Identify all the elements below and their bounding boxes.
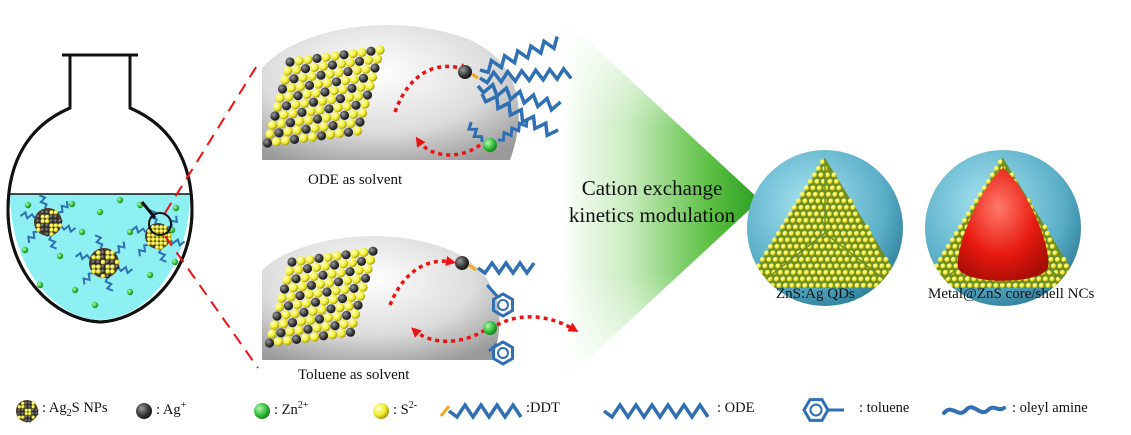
ode-solvent-label: ODE as solvent bbox=[308, 172, 403, 188]
oleyl-amine-icon bbox=[942, 405, 1006, 415]
zoom-line-top bbox=[164, 63, 259, 214]
zoom-line-bottom bbox=[164, 235, 259, 369]
ag-ion-released-toluene bbox=[455, 256, 469, 270]
toluene-molecule bbox=[488, 340, 514, 366]
legend-ode-label: : ODE bbox=[717, 400, 755, 416]
legend-s-label: : S2- bbox=[393, 400, 418, 418]
process-label-line2: kinetics modulation bbox=[568, 203, 736, 227]
toluene-icon bbox=[802, 398, 844, 422]
legend-ddt-label: :DDT bbox=[526, 400, 560, 416]
big-process-arrow bbox=[560, 15, 760, 385]
zn-ion-toluene bbox=[483, 321, 497, 335]
core-shell-label: Metal@ZnS core/shell NCs bbox=[928, 286, 1095, 302]
legend bbox=[16, 398, 1006, 423]
legend-ag2s-label: : Ag2S NPs bbox=[42, 400, 108, 419]
legend-oleyl-label: : oleyl amine bbox=[1012, 400, 1088, 416]
zoom-circle bbox=[148, 212, 172, 236]
ode-panel bbox=[262, 25, 573, 160]
legend-toluene-label: : toluene bbox=[859, 400, 910, 416]
zns-ag-qds-label: ZnS:Ag QDs bbox=[776, 286, 855, 302]
toluene-solvent-label: Toluene as solvent bbox=[298, 367, 410, 383]
process-label-line1: Cation exchange bbox=[581, 176, 723, 200]
metal-core bbox=[957, 168, 1049, 281]
toluene-panel bbox=[262, 236, 579, 366]
zn-ion-incoming bbox=[483, 138, 497, 152]
metal-zns-core-shell-nc bbox=[925, 150, 1081, 306]
legend-zn-label: : Zn2+ bbox=[274, 400, 309, 418]
process-label: Cation exchange kinetics modulation bbox=[552, 175, 752, 229]
ag-ion-released bbox=[458, 65, 472, 79]
ag2s-np-icon bbox=[16, 400, 39, 423]
toluene-molecule bbox=[485, 283, 514, 318]
reaction-flask bbox=[6, 53, 194, 324]
ode-icon bbox=[602, 401, 710, 421]
zn-ion-icon bbox=[254, 403, 270, 419]
ag-ion-icon bbox=[136, 403, 152, 419]
zns-ag-qd bbox=[747, 150, 903, 306]
legend-ag-label: : Ag+ bbox=[156, 400, 187, 418]
ddt-icon bbox=[447, 401, 523, 421]
s-ion-icon bbox=[373, 403, 389, 419]
